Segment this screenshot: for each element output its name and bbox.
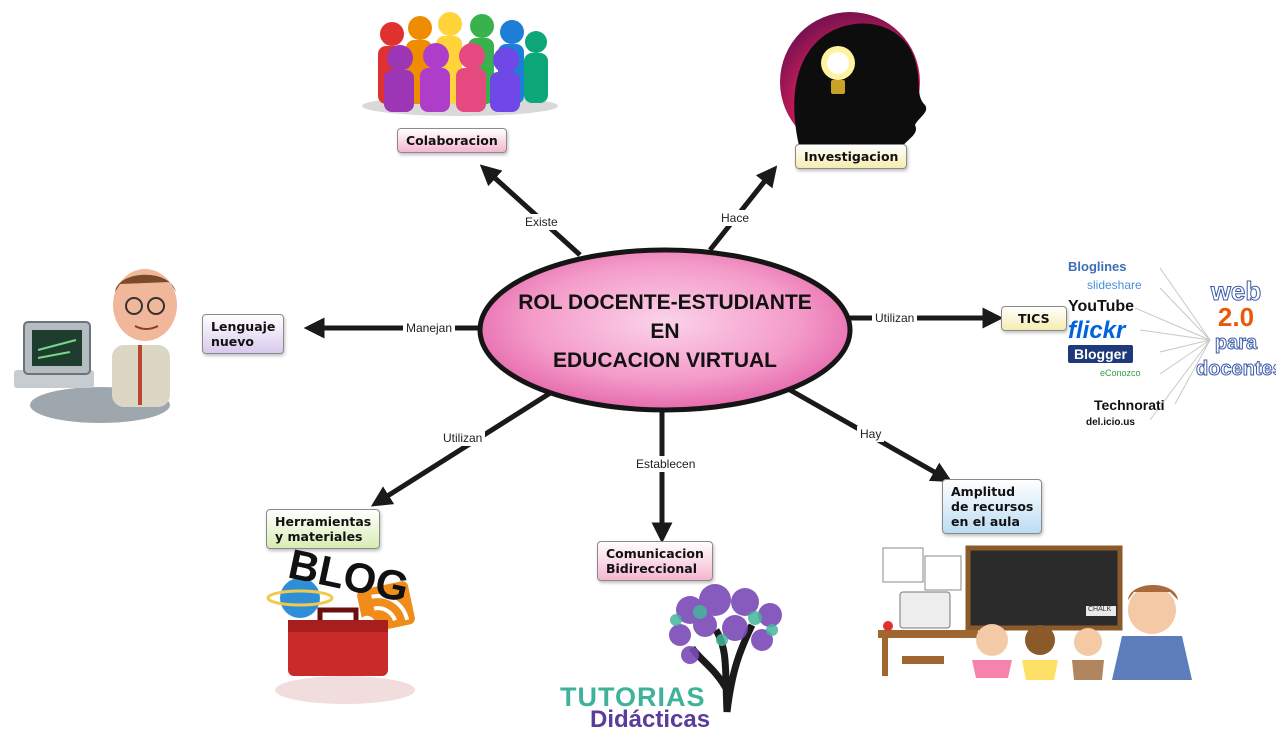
child-2 [1022,625,1058,680]
web20-word-docentes: docentes [1196,358,1276,381]
bloglines-logo: Bloglines [1068,259,1127,274]
central-topic: ROL DOCENTE-ESTUDIANTE EN EDUCACION VIRT… [480,288,850,375]
flickr-logo: flickr [1068,317,1126,344]
teamwork-people-icon [362,12,558,116]
blogger-logo: Blogger [1068,345,1133,363]
arrow-to-herramientas [370,387,557,507]
relation-hay: Hay [857,426,885,442]
node-herramientas[interactable]: Herramientas y materiales [266,509,381,549]
node-comunicacion[interactable]: Comunicacion Bidireccional [597,541,713,581]
head-lightbulb-icon [780,12,927,152]
youtube-logo: YouTube [1068,298,1135,315]
relation-utilizan-tics: Utilizan [872,310,918,326]
central-ellipse[interactable] [477,247,853,413]
web20-word-web: web [1210,276,1262,306]
central-line-3: EDUCACION VIRTUAL [553,349,777,372]
child-3 [1072,628,1104,680]
econozco-logo: eConozco [1100,368,1141,378]
web20-connector-lines [1134,267,1211,421]
child-1 [972,624,1012,678]
central-line-1: ROL DOCENTE-ESTUDIANTE [518,291,812,314]
relation-establecen: Establecen [633,456,699,472]
technorati-logo: Technorati [1094,397,1165,413]
node-investigacion[interactable]: Investigacion [795,144,908,169]
node-amplitud[interactable]: Amplitud de recursos en el aula [942,479,1043,534]
relation-hace: Hace [718,210,753,226]
delicious-logo: del.icio.us [1086,417,1135,428]
teacher [1112,585,1192,680]
blog-toolbox-icon [266,578,415,704]
relation-utilizan-herramientas: Utilizan [440,430,486,446]
node-colaboracion[interactable]: Colaboracion [397,128,507,153]
relation-existe: Existe [522,214,561,230]
chalk-label: CHALK [1088,606,1112,613]
slideshare-logo: slideshare [1087,278,1142,292]
professor-computer-icon [14,269,177,423]
arrow-to-colaboracion [479,164,582,257]
web20-word-para: para [1214,332,1258,355]
web20-word-version: 2.0 [1217,302,1255,332]
central-line-2: EN [650,320,680,343]
node-lenguaje-nuevo[interactable]: Lenguaje nuevo [202,314,285,354]
didacticas-word: Didácticas [590,706,711,733]
tutorias-word: TUTORIAS [560,682,706,712]
tutorias-tree-icon [669,584,782,713]
classroom-scene-icon [878,545,1192,680]
node-tics[interactable]: TICS [1001,306,1067,331]
relation-manejan: Manejan [403,320,456,336]
web20-title: web 2.0 para docentes [1196,278,1276,382]
